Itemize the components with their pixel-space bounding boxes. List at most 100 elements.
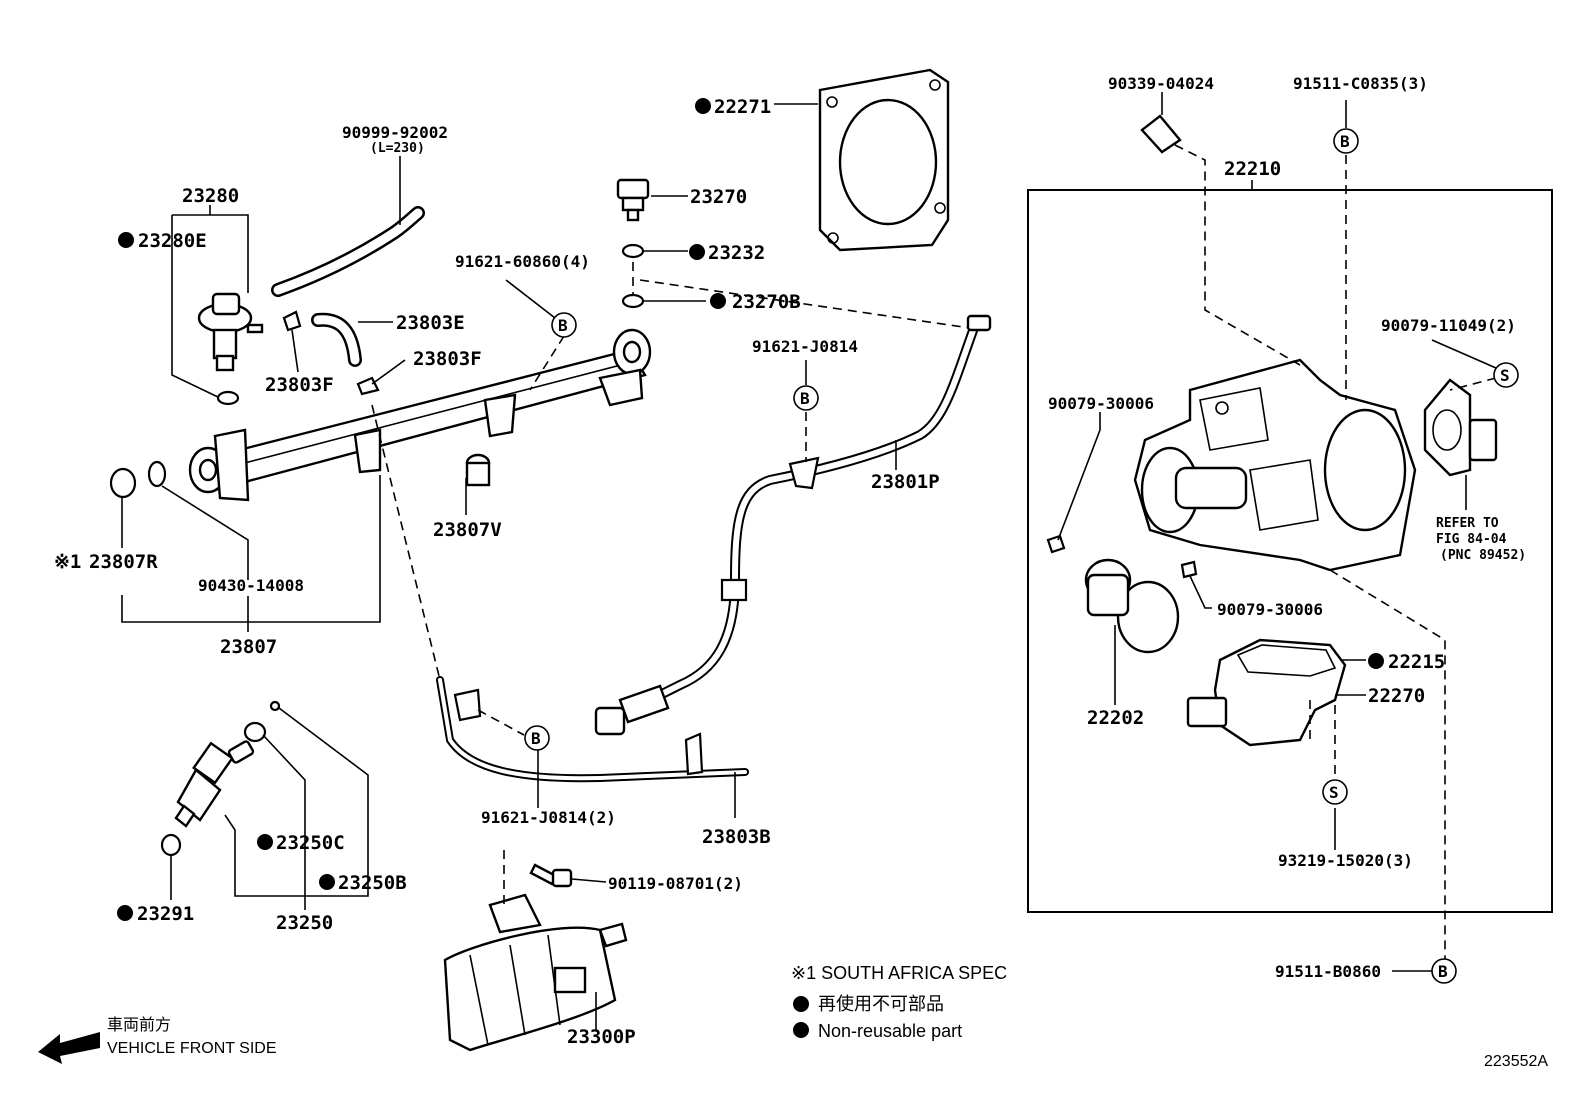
- label-90430-14008: 90430-14008: [198, 576, 304, 595]
- legend-dot-en: [793, 1022, 809, 1038]
- clip-23803f-a-drawing: [282, 310, 302, 332]
- legend-dot-jp: [793, 996, 809, 1012]
- label-90079-30006-a: 90079-30006: [1048, 394, 1154, 413]
- pressure-regulator-group: [171, 156, 425, 406]
- svg-text:B: B: [531, 729, 541, 748]
- label-91621-60860: 91621-60860(4): [455, 252, 590, 271]
- pin-90339-drawing: [1140, 114, 1182, 154]
- nonreusable-dot-22215: [1368, 653, 1384, 669]
- label-23803f-a: 23803F: [265, 374, 334, 396]
- fuel-rail-group: [109, 328, 652, 632]
- nut-90079-30006-b-drawing: [1180, 560, 1198, 579]
- label-23807r-mark: ※1: [54, 551, 81, 573]
- insulator-23291-drawing: [160, 833, 182, 857]
- legend-south-africa: ※1 SOUTH AFRICA SPEC: [791, 963, 1007, 983]
- label-91511-c0835: 91511-C0835(3): [1293, 74, 1428, 93]
- iac-valve-22270-drawing: [1186, 638, 1347, 747]
- svg-text:B: B: [800, 389, 810, 408]
- label-23280: 23280: [182, 185, 239, 207]
- label-22270: 22270: [1368, 685, 1425, 707]
- pulsation-damper-group: [616, 178, 971, 329]
- label-23807: 23807: [220, 636, 277, 658]
- svg-text:B: B: [558, 316, 568, 335]
- svg-text:S: S: [1500, 366, 1510, 385]
- plug-23807r-drawing: [109, 467, 137, 499]
- injector-23250-drawing: [174, 740, 255, 828]
- label-23291: 23291: [137, 903, 194, 925]
- label-23300p: 23300P: [567, 1026, 636, 1048]
- marker-s-90079-11049: S: [1493, 362, 1519, 388]
- clip-23803f-b-drawing: [356, 376, 380, 396]
- o-ring-23250c-drawing: [243, 721, 267, 743]
- refer-line-3: (PNC 89452): [1440, 548, 1526, 563]
- damper-23807v-drawing: [465, 453, 491, 487]
- label-90999-length: (L=230): [370, 141, 425, 156]
- label-23801p: 23801P: [871, 471, 940, 493]
- vehicle-front-jp: 車両前方: [107, 1016, 171, 1034]
- nonreusable-dot-23270b: [710, 293, 726, 309]
- vehicle-front-en: VEHICLE FRONT SIDE: [107, 1040, 277, 1057]
- grommet-23250b-drawing: [269, 700, 281, 712]
- throttle-body-drawing: [1133, 358, 1417, 572]
- label-90999-92002: 90999-92002: [342, 123, 448, 142]
- label-23803f-b: 23803F: [413, 348, 482, 370]
- sensor-89452-drawing: [1423, 378, 1498, 510]
- label-90079-30006-b: 90079-30006: [1217, 600, 1323, 619]
- nonreusable-dot-22271: [695, 98, 711, 114]
- label-90079-11049: 90079-11049(2): [1381, 316, 1516, 335]
- label-23250: 23250: [276, 912, 333, 934]
- gasket-22271-drawing: [774, 68, 950, 252]
- label-22271: 22271: [714, 96, 771, 118]
- label-23803b: 23803B: [702, 826, 771, 848]
- label-23807v: 23807V: [433, 519, 502, 541]
- nonreusable-dot-23291: [117, 905, 133, 921]
- legend-nonreusable-en: Non-reusable part: [818, 1021, 962, 1041]
- throttle-sensor-22202-drawing: [1084, 558, 1180, 705]
- label-22202: 22202: [1087, 707, 1144, 729]
- label-23250c: 23250C: [276, 832, 345, 854]
- marker-b-91621-j0814: B: [793, 385, 819, 411]
- label-23232: 23232: [708, 242, 765, 264]
- nonreusable-dot-23232: [689, 244, 705, 260]
- throttle-body-assy-box: [1027, 189, 1553, 913]
- marker-s-93219: S: [1322, 779, 1348, 805]
- label-23803e: 23803E: [396, 312, 465, 334]
- nonreusable-dot-23250b: [319, 874, 335, 890]
- label-22210: 22210: [1224, 158, 1281, 180]
- fuel-hose-23803b-drawing: [371, 404, 749, 818]
- refer-line-1: REFER TO: [1436, 516, 1499, 531]
- refer-line-2: FIG 84-04: [1436, 532, 1507, 547]
- marker-b-91511-c0835: B: [1333, 128, 1359, 154]
- label-23250b: 23250B: [338, 872, 407, 894]
- nonreusable-dot-23250c: [257, 834, 273, 850]
- label-23270: 23270: [690, 186, 747, 208]
- label-90339-04024: 90339-04024: [1108, 74, 1214, 93]
- label-91621-j0814-2: 91621-J0814(2): [481, 808, 616, 827]
- nut-90079-30006-a-drawing: [1046, 534, 1066, 554]
- gasket-90430-drawing: [147, 460, 167, 488]
- label-93219-15020: 93219-15020(3): [1278, 851, 1413, 870]
- label-90119-08701: 90119-08701(2): [608, 874, 743, 893]
- label-91511-b0860: 91511-B0860: [1275, 962, 1381, 981]
- svg-text:B: B: [1340, 132, 1350, 151]
- marker-b-91621-j0814-2: B: [524, 725, 550, 751]
- label-23270b: 23270B: [732, 291, 801, 313]
- label-23280e: 23280E: [138, 230, 207, 252]
- label-91621-j0814: 91621-J0814: [752, 337, 858, 356]
- bolt-90119-drawing: [529, 863, 607, 888]
- o-ring-23280e-drawing: [216, 390, 240, 406]
- fuel-filter-23300p-drawing: [443, 850, 628, 1052]
- pressure-regulator-drawing: [197, 292, 264, 372]
- svg-text:B: B: [1438, 962, 1448, 981]
- fuel-pipe-23801p-drawing: [594, 314, 992, 736]
- label-22215: 22215: [1388, 651, 1445, 673]
- injector-group: [160, 700, 369, 910]
- vehicle-front-arrow-icon: [38, 1032, 100, 1064]
- figure-id: 223552A: [1484, 1053, 1548, 1070]
- svg-text:S: S: [1329, 783, 1339, 802]
- nonreusable-dot-23280e: [118, 232, 134, 248]
- marker-b-91511-b0860: B: [1431, 958, 1457, 984]
- marker-b-91621-60860: B: [551, 312, 577, 338]
- legend-nonreusable-jp: 再使用不可部品: [818, 994, 944, 1014]
